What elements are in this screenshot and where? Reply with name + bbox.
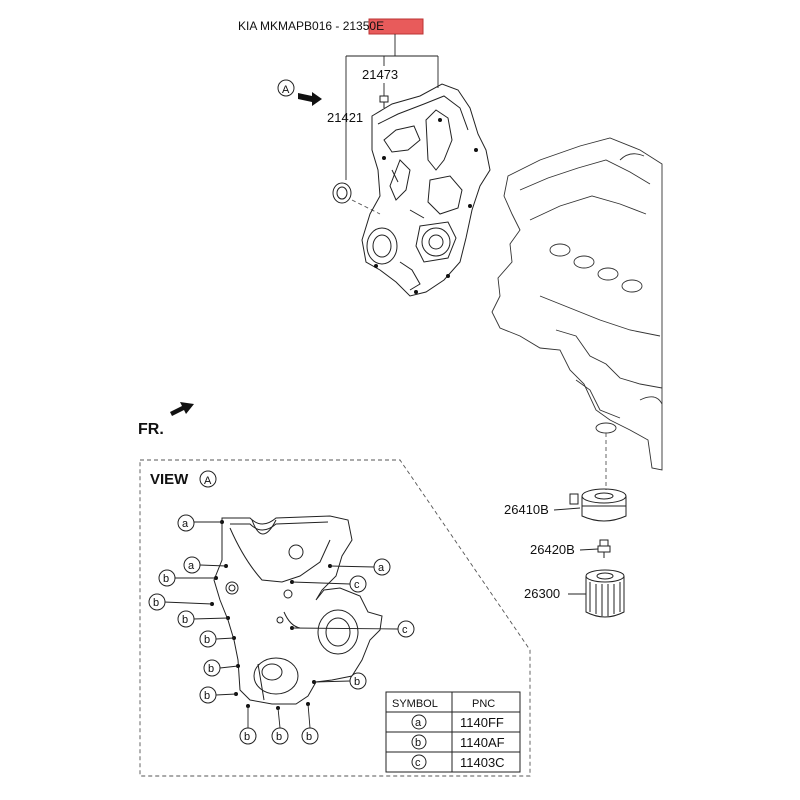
svg-text:a: a [182,518,189,530]
callout-c[interactable]: c [349,575,367,593]
diagram-title: KIA MKMAPB016 - 21350E [238,19,384,33]
callout-leaders [163,521,399,729]
bolt-positions [210,520,332,710]
callout-a[interactable]: a [373,558,391,576]
view-panel-title: VIEW [150,471,189,488]
legend-pnc: 1140FF [460,715,504,730]
svg-text:b: b [244,731,250,743]
callout-b[interactable]: b [239,727,257,745]
part-label-21421[interactable]: 21421 [327,110,363,125]
svg-text:b: b [204,690,210,702]
legend-table: SYMBOL PNC a 1140FF b 1140AF c 11403C [385,691,521,773]
legend-symbol: a [415,717,422,729]
highlight-box[interactable] [368,18,424,35]
callout-b[interactable]: b [158,569,176,587]
svg-text:a: a [378,562,385,574]
callout-b[interactable]: b [271,727,289,745]
oil-filter-26300-icon [585,569,625,618]
callout-c[interactable]: c [397,620,415,638]
callout-b[interactable]: b [349,672,367,690]
view-panel-letter-badge: A [199,470,217,488]
front-direction-arrow-icon [170,402,194,416]
svg-text:b: b [208,663,214,675]
svg-text:b: b [163,573,169,585]
part-label-21473[interactable]: 21473 [362,67,398,82]
part-label-26300[interactable]: 26300 [524,586,560,601]
callout-b[interactable]: b [199,630,217,648]
legend-pnc: 1140AF [460,735,505,750]
legend-pnc: 11403C [460,755,505,770]
callout-b[interactable]: b [301,727,319,745]
svg-text:b: b [276,731,282,743]
svg-text:A: A [204,475,212,487]
timing-chain-cover-illustration [361,83,491,297]
engine-block-illustration [491,137,663,490]
legend-header-pnc: PNC [472,698,495,710]
callout-b[interactable]: b [177,610,195,628]
legend-symbol: c [415,757,421,769]
front-direction-label: FR. [138,421,164,438]
callout-a[interactable]: a [183,556,201,574]
callout-b[interactable]: b [203,659,221,677]
view-a-panel-border [139,459,531,777]
callout-b[interactable]: b [199,686,217,704]
legend-symbol: b [415,737,421,749]
part-label-26410B[interactable]: 26410B [504,502,549,517]
oil-cooler-26410B-icon [569,488,627,522]
fitting-26420B-icon [597,539,611,558]
svg-text:c: c [402,624,408,636]
svg-text:A: A [282,84,290,96]
view-a-cover-illustration [213,515,383,705]
svg-text:a: a [188,560,195,572]
callout-b[interactable]: b [148,593,166,611]
view-a-marker[interactable]: A [277,79,322,106]
svg-text:b: b [153,597,159,609]
legend-header-symbol: SYMBOL [392,698,438,710]
svg-text:b: b [354,676,360,688]
bolt-21473-icon [379,95,389,108]
svg-text:b: b [182,614,188,626]
svg-text:b: b [204,634,210,646]
callout-a[interactable]: a [177,514,195,532]
part-label-26420B[interactable]: 26420B [530,542,575,557]
svg-text:b: b [306,731,312,743]
svg-text:c: c [354,579,360,591]
oil-seal-icon [332,182,352,204]
